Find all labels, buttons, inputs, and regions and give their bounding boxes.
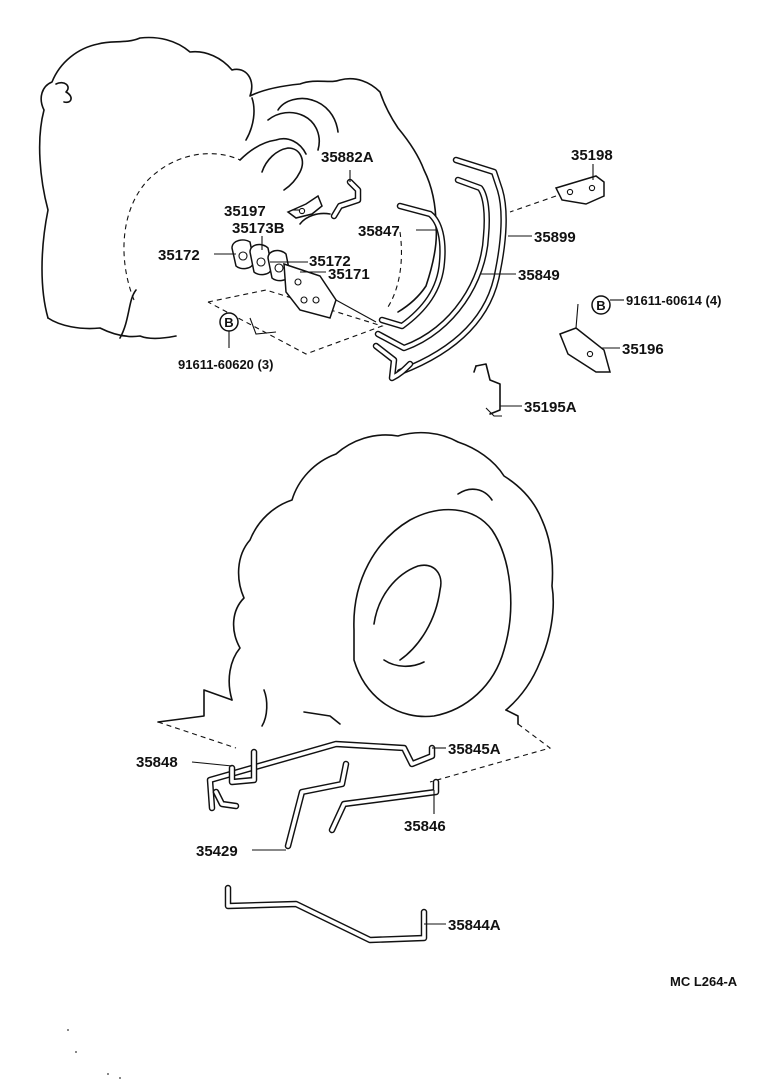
label-35844a: 35844A	[448, 917, 501, 934]
label-35198: 35198	[571, 147, 613, 164]
lower-pipes	[206, 740, 440, 944]
diagram-code: MC L264-A	[670, 974, 738, 989]
label-35848: 35848	[136, 754, 178, 771]
label-35882a: 35882A	[321, 149, 374, 166]
label-35195a: 35195A	[524, 399, 577, 416]
label-35173b: 35173B	[232, 220, 285, 237]
part-labels: 35882A 35198 35197 35173B 35847 35899 35…	[136, 147, 738, 989]
label-35172-left: 35172	[158, 247, 200, 264]
label-35171: 35171	[328, 266, 370, 283]
label-91611-60620: 91611-60620 (3)	[178, 357, 273, 372]
bracket-35198	[509, 175, 605, 213]
hose-35882a	[330, 178, 362, 220]
scan-specks	[67, 1029, 121, 1079]
label-35846: 35846	[404, 818, 446, 835]
leader-lines	[191, 164, 624, 925]
label-35196: 35196	[622, 341, 664, 358]
bolt-symbol-text: B	[224, 315, 233, 330]
bolt-symbol-91611-60620: B	[219, 312, 239, 332]
bolt-symbol-91611-60614: B	[591, 295, 611, 315]
label-35197: 35197	[224, 203, 266, 220]
upper-pipes	[372, 156, 507, 382]
oil-cooler-assembly	[231, 239, 377, 323]
label-35429: 35429	[196, 843, 238, 860]
label-35847: 35847	[358, 223, 400, 240]
label-35172-right: 35172	[309, 253, 351, 270]
clamp-35196	[559, 303, 611, 373]
upper-transmission-housing	[38, 36, 438, 355]
bracket-35195a	[473, 363, 502, 417]
clip-35197	[286, 194, 323, 219]
label-91611-60614: 91611-60614 (4)	[626, 293, 721, 308]
label-35899: 35899	[534, 229, 576, 246]
bolt-symbol-text: B	[596, 298, 605, 313]
label-35845a: 35845A	[448, 741, 501, 758]
label-35849: 35849	[518, 267, 560, 284]
lower-transmission-housing	[157, 431, 555, 783]
